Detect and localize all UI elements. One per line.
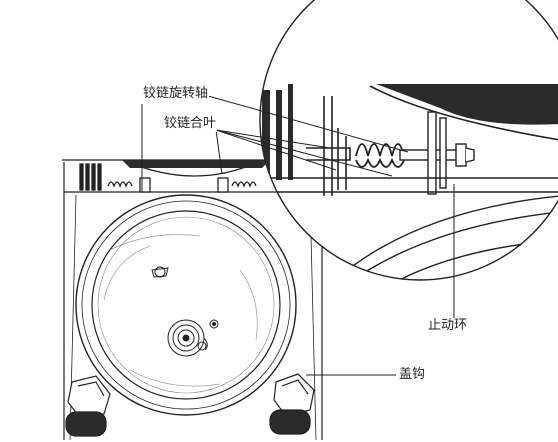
rim-spring-right — [217, 177, 257, 193]
rim-spring-left — [107, 177, 151, 193]
leader-hinge-leaf-a — [215, 129, 223, 175]
lid-fitting-lower — [197, 341, 207, 351]
zoom-vent-posts — [262, 84, 293, 180]
label-hinge-axis: 铰链旋转轴 — [142, 86, 210, 102]
lid-hook-right — [269, 373, 315, 435]
vent-slots-left — [79, 163, 102, 191]
zoom-axle — [399, 111, 475, 195]
label-stop-ring: 止动环 — [427, 318, 469, 334]
leader-hinge-axis — [207, 95, 409, 153]
zoom-spring — [355, 143, 405, 168]
center-spiral — [167, 319, 208, 357]
label-hinge-leaf: 铰链合叶 — [163, 116, 218, 132]
zoom-detail — [259, 0, 558, 281]
leader-hinge-leaf-c — [215, 129, 393, 177]
lid-fitting-right — [209, 319, 219, 329]
leader-lines — [141, 95, 455, 376]
zoom-lid-band — [376, 84, 558, 125]
leader-hinge-leaf-b — [215, 129, 337, 171]
lid-plate — [75, 194, 297, 416]
leader-hinge-leaf-d — [215, 129, 331, 149]
label-lid-hook: 盖钩 — [398, 367, 427, 383]
lid-hook-left — [65, 375, 111, 437]
lid-fitting-top — [151, 266, 169, 278]
